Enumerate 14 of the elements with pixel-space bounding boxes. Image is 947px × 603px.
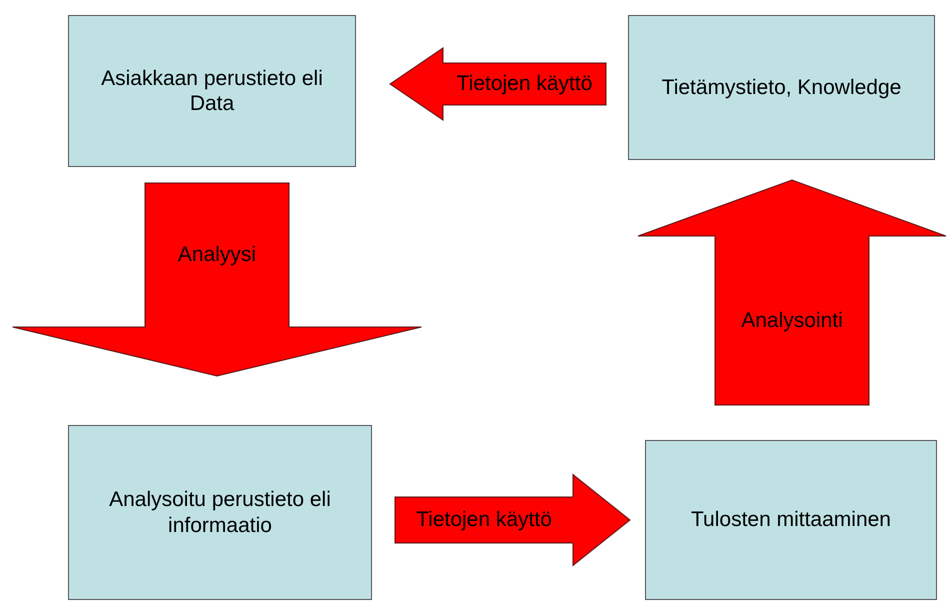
process-box [645,440,937,600]
process-box [68,425,372,600]
box-text: Asiakkaan perustieto eli Data [100,66,324,116]
block-arrow [12,182,422,377]
edge-label: Analyysi [178,243,256,267]
process-box [68,15,356,167]
block-arrow [638,179,946,406]
edge-label: Tietojen käyttö [456,72,592,96]
edge-label: Analysointi [741,308,843,332]
process-box [628,15,935,160]
box-text: Analysoitu perustieto eli informaatio [108,487,332,538]
box-text: Tulosten mittaaminen [690,507,892,533]
edge-label: Tietojen käyttö [416,508,552,532]
box-text: Tietämystieto, Knowledge [660,74,902,100]
